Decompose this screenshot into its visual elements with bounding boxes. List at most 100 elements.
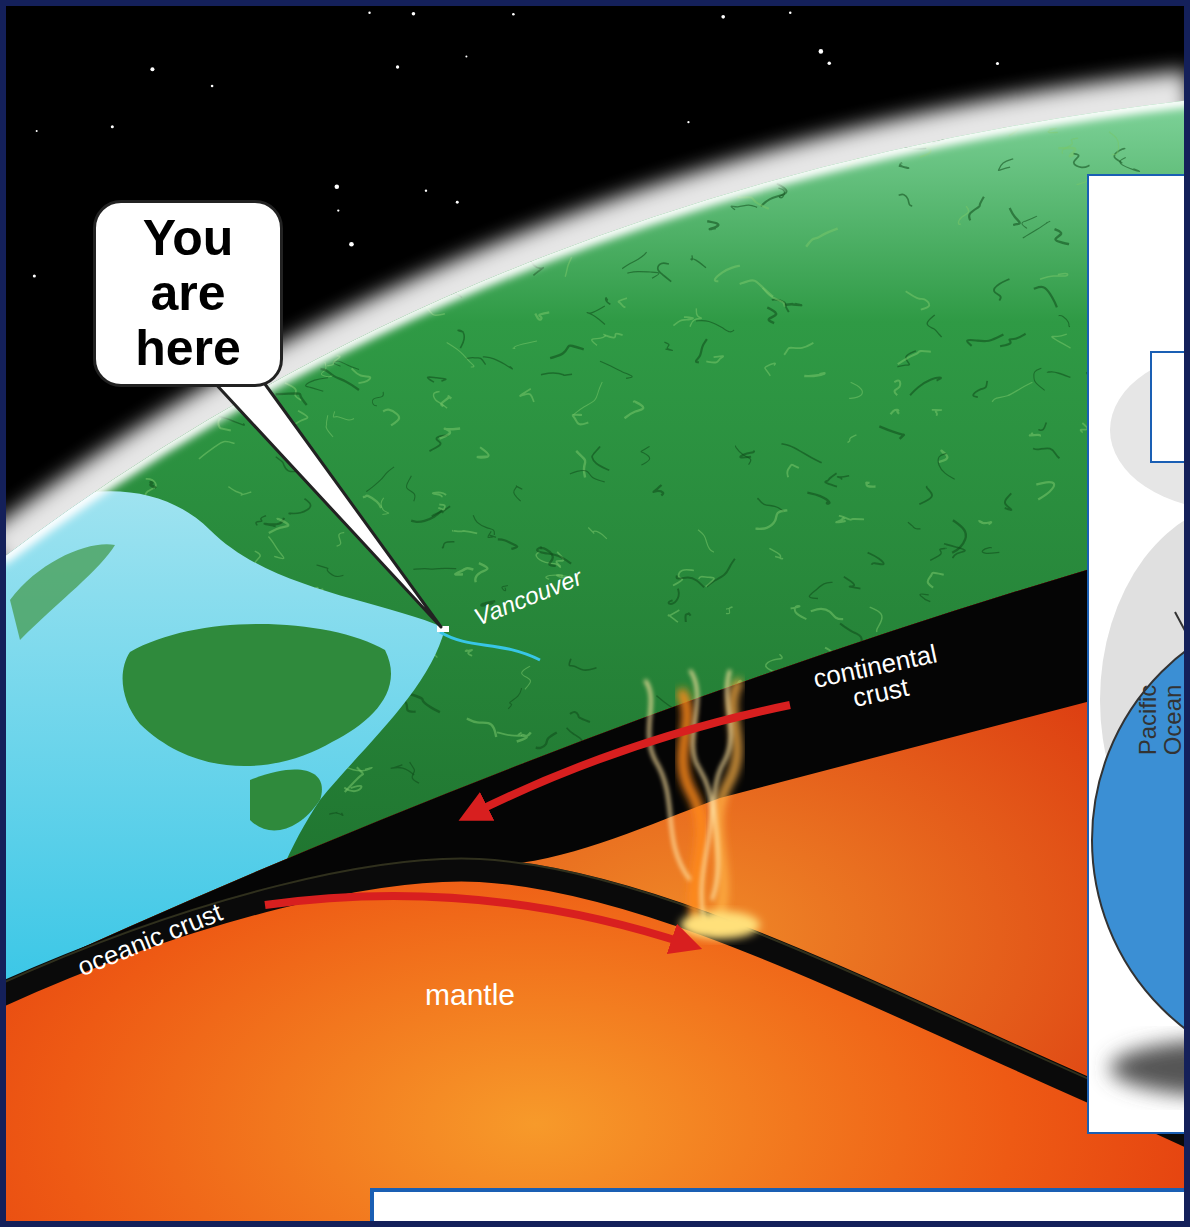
terrain-ridge xyxy=(898,351,931,364)
terrain-ridge xyxy=(998,159,1013,171)
terrain-ridge xyxy=(1039,422,1046,430)
terrain-ridge xyxy=(434,392,448,409)
terrain-ridge xyxy=(290,160,310,172)
terrain-ridge xyxy=(930,548,946,560)
star xyxy=(335,184,340,189)
panel-shade xyxy=(1110,350,1190,510)
terrain-ridge xyxy=(866,483,875,487)
terrain-ridge xyxy=(337,533,345,547)
terrain-ridge xyxy=(442,542,454,548)
terrain-ridge xyxy=(576,451,585,477)
terrain-ridge xyxy=(573,415,589,425)
terrain-ridge xyxy=(1047,372,1070,378)
star xyxy=(36,130,38,132)
star xyxy=(425,189,427,191)
terrain-ridge xyxy=(366,467,394,492)
terrain-ridge xyxy=(1036,482,1054,499)
terrain-ridge xyxy=(787,465,799,478)
terrain-ridge xyxy=(767,308,776,324)
terrain-ridge xyxy=(575,210,607,230)
terrain-ridge xyxy=(68,311,79,323)
terrain-ridge xyxy=(283,244,313,253)
terrain-ridge xyxy=(466,650,473,656)
terrain-ridge xyxy=(1040,274,1068,280)
terrain-ridge xyxy=(59,287,63,295)
terrain-ridge xyxy=(1010,208,1020,225)
terrain-ridge xyxy=(563,180,602,198)
terrain-ridge xyxy=(516,129,539,137)
terrain-ridge xyxy=(758,499,784,512)
terrain-ridge xyxy=(536,732,557,748)
terrain-ridge xyxy=(668,610,679,622)
terrain-ridge xyxy=(268,536,283,558)
bubble-tail xyxy=(212,380,441,627)
terrain-ridge xyxy=(849,382,862,398)
terrain-ridge xyxy=(698,530,714,552)
terrain-ridge xyxy=(4,488,17,493)
terrain-ridge xyxy=(908,522,921,529)
globe-shadow xyxy=(1110,1038,1190,1098)
terrain-ridge xyxy=(791,606,807,619)
terrain-ridge xyxy=(199,441,235,459)
star xyxy=(33,274,36,277)
terrain-ridge xyxy=(89,464,119,473)
terrain-ridge xyxy=(707,221,718,229)
star xyxy=(211,85,214,88)
island xyxy=(250,770,322,831)
terrain-ridge xyxy=(19,451,33,475)
terrain-ridge xyxy=(429,435,448,451)
terrain-ridge xyxy=(836,518,845,522)
terrain-ridge xyxy=(696,339,707,362)
terrain-ridge xyxy=(890,410,899,414)
terrain-ridge xyxy=(9,421,31,430)
terrain-ridge xyxy=(1034,368,1045,390)
terrain-ridge xyxy=(604,334,623,338)
star xyxy=(789,11,792,14)
star xyxy=(111,125,114,128)
terrain-ridge xyxy=(541,373,572,375)
terrain-ridge xyxy=(318,327,341,348)
continental-crust xyxy=(0,540,1190,1000)
frame xyxy=(3,3,1187,1224)
terrain-ridge xyxy=(677,575,705,587)
terrain-ridge xyxy=(1000,334,1025,346)
terrain-ridge xyxy=(111,182,119,186)
terrain-ridge xyxy=(1059,316,1070,327)
terrain-ridge xyxy=(592,335,606,345)
callout-text: You are here xyxy=(106,211,270,376)
terrain-ridge xyxy=(825,473,837,486)
terrain-ridge xyxy=(478,447,489,458)
terrain-ridge xyxy=(508,688,521,709)
terrain-ridge xyxy=(811,609,843,619)
terrain-ridge xyxy=(655,131,678,133)
terrain-ridge xyxy=(502,586,508,591)
terrain-ridge xyxy=(673,317,693,326)
terrain-ridge xyxy=(531,146,555,165)
star xyxy=(465,55,467,57)
terrain-ridge xyxy=(592,447,609,471)
terrain-ridge xyxy=(664,342,672,350)
terrain-ridge xyxy=(330,307,376,325)
terrain-ridge xyxy=(458,330,464,348)
terrain-ridge xyxy=(96,132,145,139)
terrain-ridge xyxy=(694,131,713,147)
terrain-ridge xyxy=(570,712,590,722)
terrain-ridge xyxy=(517,732,531,741)
terrain-ridge xyxy=(92,453,100,468)
terrain-ridge xyxy=(56,181,73,194)
terrain-ridge xyxy=(1033,448,1059,458)
terrain-ridge xyxy=(29,324,47,350)
terrain-ridge xyxy=(669,589,679,604)
terrain-ridge xyxy=(919,487,932,504)
speech-bubble: You are here xyxy=(93,200,283,387)
terrain-ridge xyxy=(824,143,837,162)
terrain-ridge xyxy=(910,378,941,396)
terrain-ridge xyxy=(406,476,415,502)
terrain-ridge xyxy=(493,265,508,269)
terrain-ridge xyxy=(879,426,904,438)
terrain-ridge xyxy=(573,382,602,415)
terrain-ridge xyxy=(696,321,734,332)
terrain-ridge xyxy=(570,471,605,482)
terrain-ridge xyxy=(969,197,984,221)
terrain-ridge xyxy=(41,256,59,268)
